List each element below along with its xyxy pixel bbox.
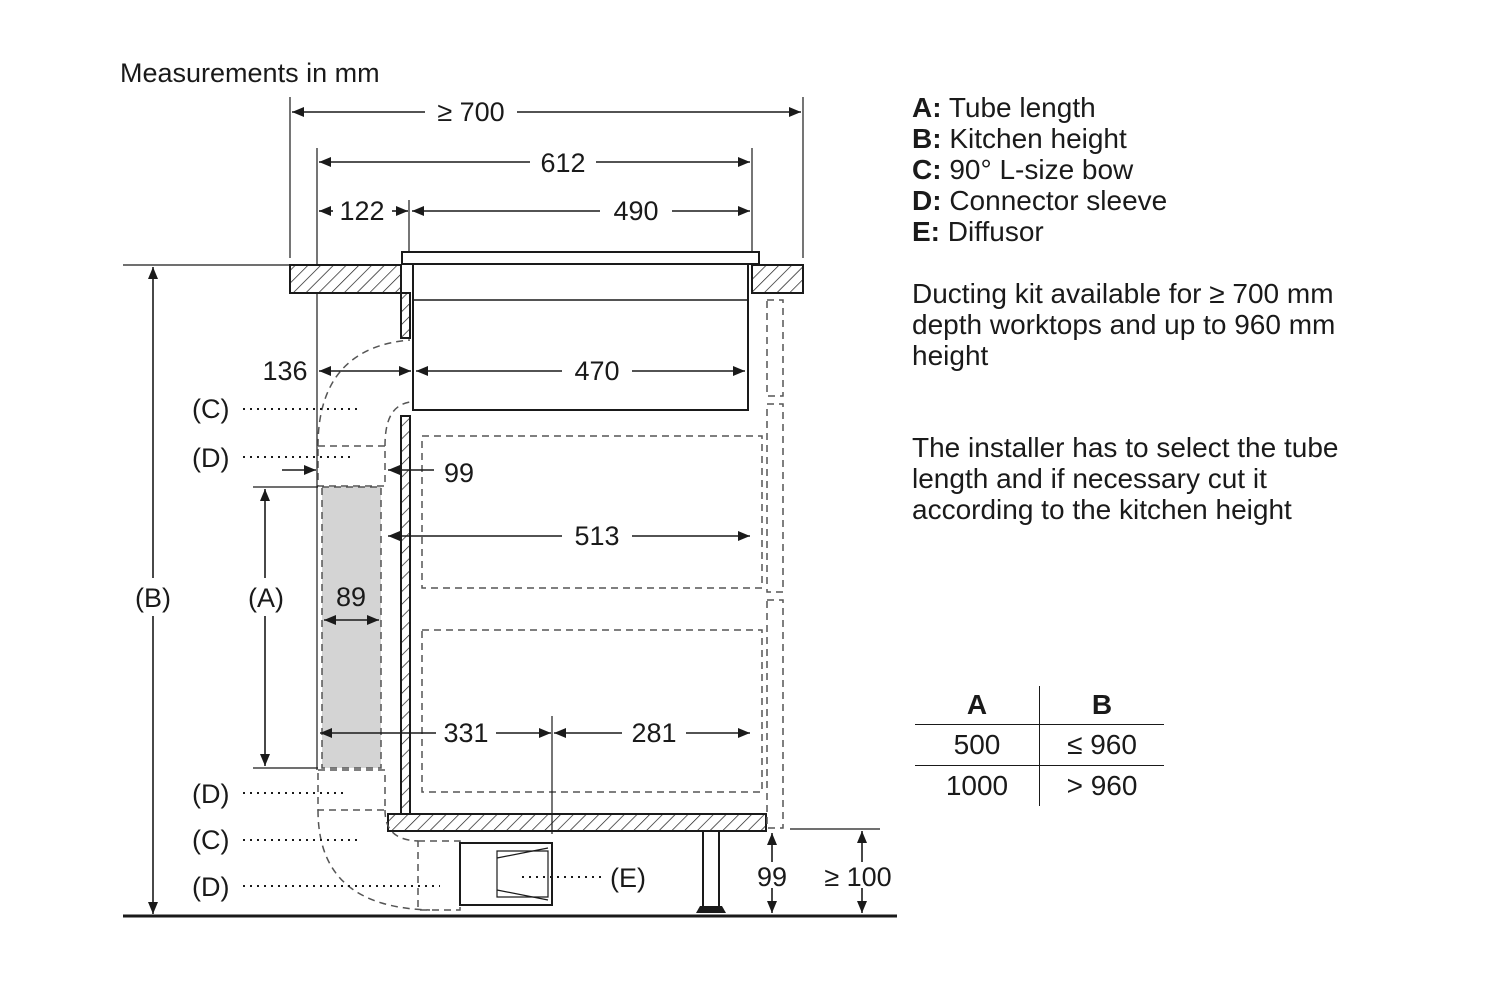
back-panel-upper — [400, 292, 411, 339]
dim-appliance-depth: 612 — [540, 148, 585, 178]
callout-bow-lower: (C) — [192, 825, 229, 855]
callout-diffusor: (E) — [610, 863, 646, 893]
legend-text: Tube length — [941, 92, 1096, 123]
hob-body — [412, 263, 749, 411]
drawer-upper — [421, 435, 763, 589]
dim-plinth-height: 99 — [757, 862, 787, 892]
callout-d: (D) — [192, 443, 229, 473]
worktop-right — [751, 264, 804, 294]
note-ducting-kit: Ducting kit available for ≥ 700 mm depth… — [912, 278, 1336, 371]
callout-kitchen-height: (B) — [135, 583, 171, 613]
dim-cutout-depth: 490 — [613, 196, 658, 226]
legend-item-kitchen-height: B: Kitchen height — [912, 123, 1167, 154]
legend-item-bow: C: 90° L-size bow — [912, 154, 1167, 185]
callout-c: (C) — [192, 825, 229, 855]
dim-plinth-right: 281 — [631, 718, 676, 748]
legend-key: E: — [912, 216, 940, 247]
dim-left-gap: 136 — [262, 356, 307, 386]
dim-plinth-min: ≥ 100 — [824, 862, 891, 892]
plinth-leg — [702, 830, 720, 910]
sleeve-bottom — [417, 840, 461, 911]
bow-upper — [317, 339, 411, 447]
dim-total-depth: ≥ 700 — [437, 97, 504, 127]
dim-cabinet-depth: 513 — [574, 521, 619, 551]
legend-key: A: — [912, 92, 942, 123]
back-panel — [400, 415, 411, 817]
callout-e: (E) — [610, 863, 646, 893]
table-header-row: A B — [915, 686, 1164, 725]
legend-key: B: — [912, 123, 942, 154]
callout-a: (A) — [248, 583, 284, 613]
callout-d: (D) — [192, 779, 229, 809]
worktop-left — [289, 264, 402, 294]
sleeve-lower — [317, 769, 386, 811]
dim-body-depth: 470 — [574, 356, 619, 386]
diffusor-vane — [496, 847, 549, 859]
note-installer: The installer has to select the tube len… — [912, 432, 1339, 525]
legend-key: D: — [912, 185, 942, 216]
legend-text: 90° L-size bow — [941, 154, 1134, 185]
sleeve-upper — [317, 445, 386, 487]
tube — [321, 486, 382, 769]
callout-sleeve-lower: (D) — [192, 779, 229, 809]
measurements-caption: Measurements in mm — [120, 58, 380, 88]
dim-offset-front: 122 — [339, 196, 384, 226]
legend-item-sleeve: D: Connector sleeve — [912, 185, 1167, 216]
table-cell: ≤ 960 — [1039, 724, 1164, 766]
bow-lower — [317, 809, 431, 911]
table-header-b: B — [1039, 686, 1164, 725]
legend-text: Diffusor — [940, 216, 1044, 247]
drawer-lower — [421, 629, 763, 793]
table-cell: > 960 — [1066, 770, 1138, 801]
legend-text: Connector sleeve — [941, 185, 1168, 216]
hob-glass-top — [401, 251, 760, 265]
callout-sleeve-bottom: (D) — [192, 872, 229, 902]
dim-plinth-left: 331 — [443, 718, 488, 748]
callout-d: (D) — [192, 872, 229, 902]
front-panel-bottom — [766, 599, 784, 829]
legend: A: Tube length B: Kitchen height C: 90° … — [912, 92, 1167, 247]
legend-item-diffusor: E: Diffusor — [912, 216, 1167, 247]
callout-c: (C) — [192, 394, 229, 424]
legend-item-tube-length: A: Tube length — [912, 92, 1167, 123]
table-header-a: A — [915, 686, 1040, 725]
legend-key: C: — [912, 154, 942, 185]
dim-tube-width: 89 — [336, 582, 366, 612]
table-row: 500 ≤ 960 — [915, 724, 1164, 766]
diffusor — [459, 842, 553, 906]
cabinet-floor — [387, 813, 767, 832]
table-row: 1000 > 960 — [915, 765, 1164, 806]
plinth-foot — [696, 906, 726, 913]
callout-sleeve-upper: (D) — [192, 443, 229, 473]
legend-text: Kitchen height — [941, 123, 1127, 154]
bow-upper-inner — [384, 401, 411, 447]
front-panel-top — [766, 299, 784, 397]
callout-bow-upper: (C) — [192, 394, 229, 424]
bow-lower-inner — [384, 809, 419, 842]
diffusor-vane — [496, 889, 549, 901]
tube-length-table: A B 500 ≤ 960 1000 > 960 — [915, 686, 1164, 806]
callout-b: (B) — [135, 583, 171, 613]
dim-wall-gap: 99 — [444, 458, 474, 488]
table-cell: 1000 — [915, 765, 1040, 806]
table-cell: 500 — [915, 724, 1040, 766]
callout-tube-length: (A) — [248, 583, 284, 613]
front-panel-mid — [766, 403, 784, 593]
